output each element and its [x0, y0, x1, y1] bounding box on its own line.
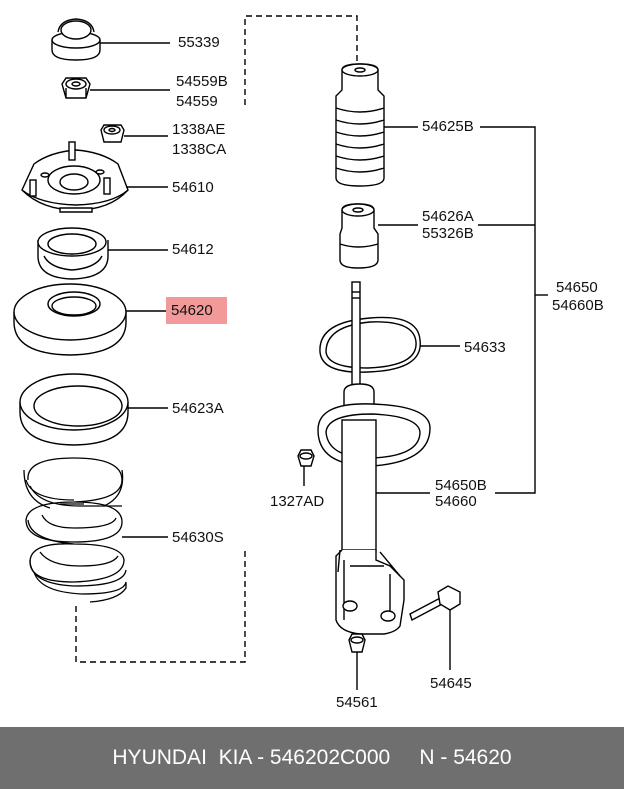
label-54630s: 54630S [172, 529, 224, 546]
part-54630s-coil-spring [23, 457, 127, 603]
part-55339-cap [51, 18, 101, 61]
part-54645-bolt [409, 585, 461, 622]
label-54645: 54645 [430, 675, 472, 692]
label-54660b: 54660B [552, 297, 604, 314]
label-54650: 54650 [556, 279, 598, 296]
label-54559: 54559 [176, 93, 218, 110]
label-54561: 54561 [336, 694, 378, 711]
part-54561-nut [348, 633, 366, 653]
part-54559b-nut [61, 77, 91, 99]
label-54612: 54612 [172, 241, 214, 258]
highlight-54620 [166, 297, 227, 324]
part-54623a-spring-seat [19, 373, 129, 446]
label-54633: 54633 [464, 339, 506, 356]
label-54650b: 54650B [435, 477, 487, 494]
label-55326b: 55326B [422, 225, 474, 242]
part-54612-bearing [37, 227, 109, 280]
part-54633-insulator [319, 316, 421, 373]
label-1338ae: 1338AE [172, 121, 226, 138]
label-1338ca: 1338CA [172, 141, 227, 158]
label-54620: 54620 [171, 302, 213, 319]
part-1327ad-nut [297, 449, 315, 467]
label-54660: 54660 [435, 493, 477, 510]
part-54610-strut-mount [21, 141, 129, 213]
label-54626a: 54626A [422, 208, 474, 225]
footer-part-number: HYUNDAI KIA - 546202C000 N - 54620 [112, 746, 512, 769]
label-54623a: 54623A [172, 400, 224, 417]
part-54620-spring-pad [13, 283, 127, 356]
part-54625b-dust-boot [335, 63, 385, 187]
label-1327ad: 1327AD [270, 493, 325, 510]
part-1338ae-nut [100, 124, 125, 143]
label-54559b: 54559B [176, 73, 228, 90]
suspension-exploded-diagram [13, 15, 548, 690]
footer-bar: HYUNDAI KIA - 546202C000 N - 54620 [0, 727, 624, 789]
label-55339: 55339 [178, 34, 220, 51]
dashed-bracket-lower [75, 550, 246, 663]
label-54610: 54610 [172, 179, 214, 196]
part-54626a-bump-stopper [339, 203, 379, 269]
dashed-bracket-upper [244, 15, 358, 105]
label-54625b: 54625B [422, 118, 474, 135]
part-54650b-strut-assembly [317, 281, 431, 635]
